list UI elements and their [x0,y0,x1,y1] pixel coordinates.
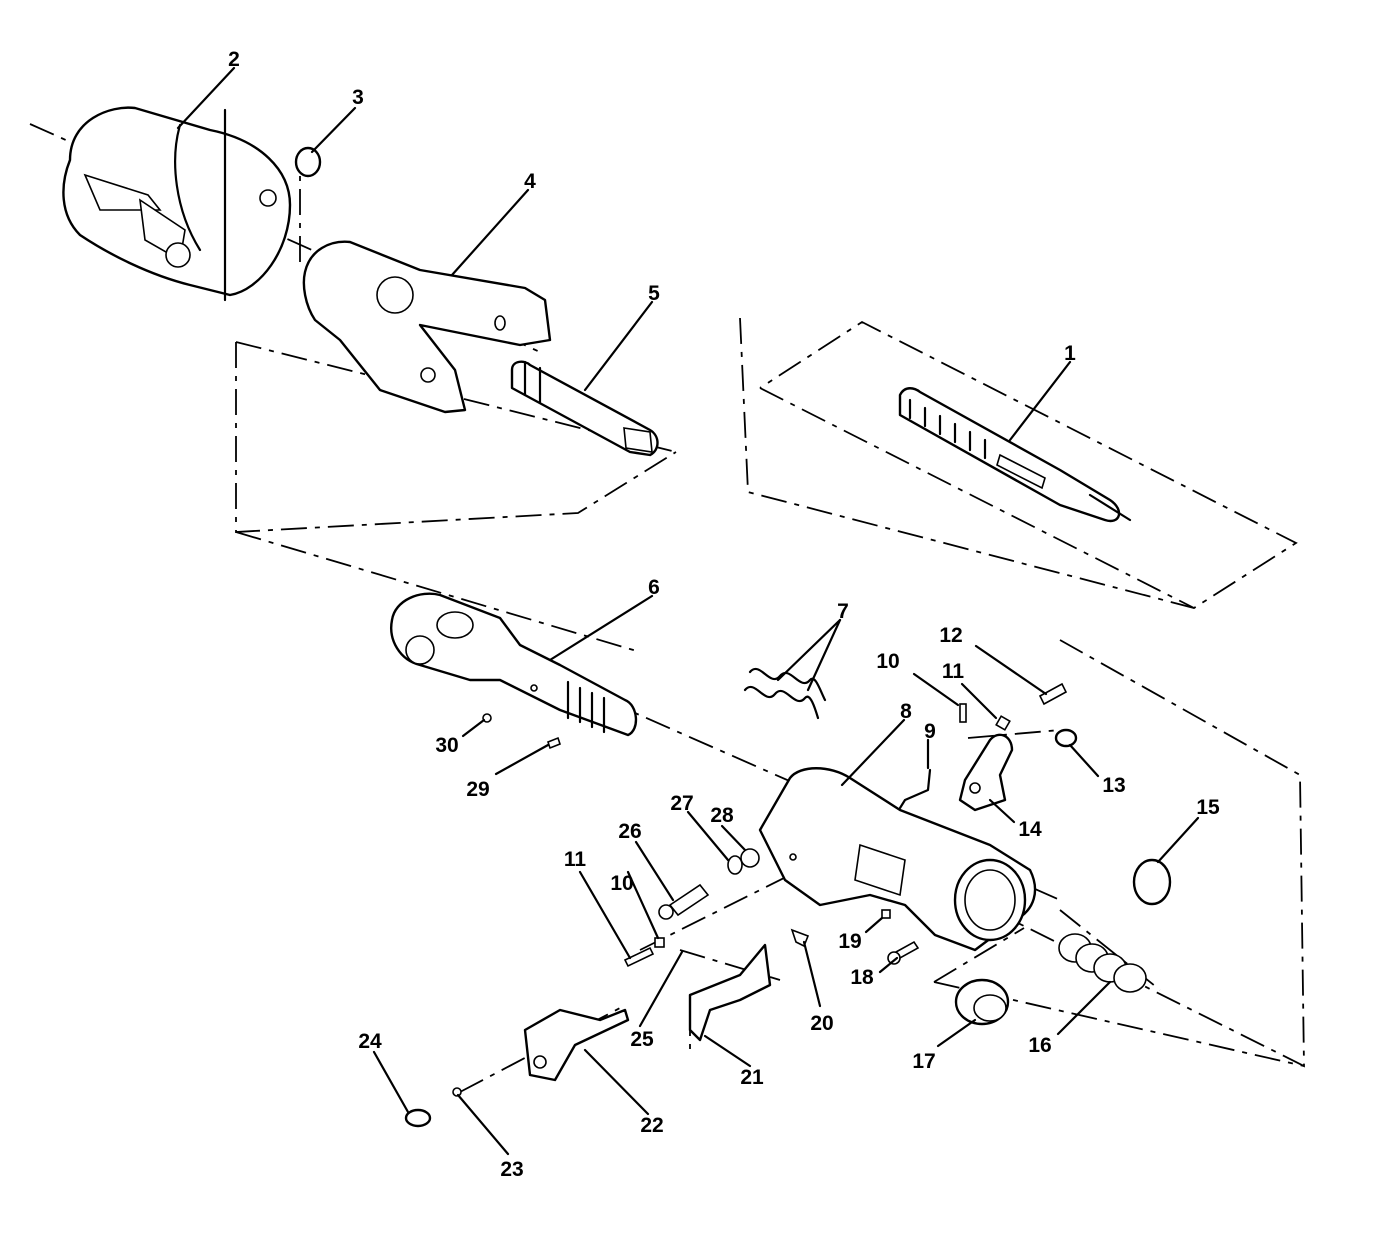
callout-4: 4 [524,170,536,193]
callout-5: 5 [648,282,660,305]
callout-29: 29 [466,778,489,801]
part-2-housing [62,106,292,302]
callout-3: 3 [352,86,364,109]
part-12-screw [1038,682,1068,706]
part-28-washer [740,848,760,868]
part-20-setscrew [790,928,810,948]
callout-12: 12 [939,624,962,647]
callout-26: 26 [618,820,641,843]
callout-11-upper: 11 [942,660,965,683]
part-23-ball [452,1087,462,1097]
callout-20: 20 [810,1012,833,1035]
callout-27: 27 [670,792,693,815]
callout-8: 8 [900,700,912,723]
callout-13: 13 [1102,774,1125,797]
part-6-ujoint-shaft [390,592,638,737]
callout-16: 16 [1028,1034,1051,1057]
part-15-o-ring [1132,858,1172,906]
part-1-splined-shaft [898,387,1132,523]
part-9-spring-wire [898,768,932,810]
callout-23: 23 [500,1158,523,1181]
callout-28: 28 [710,804,734,827]
part-7-springs [743,668,827,720]
callout-9: 9 [924,720,936,743]
part-16-spring-coil [1058,933,1147,993]
callout-17: 17 [912,1050,935,1073]
callout-10-lower: 10 [610,872,633,895]
part-11-screw-lower [623,946,655,968]
part-3-snap-ring [294,146,322,178]
callout-10-upper: 10 [876,650,899,673]
part-5-shaft [510,360,659,457]
part-4-lever-bracket [302,240,552,414]
callout-11-lower: 11 [564,848,587,871]
part-11-cap-upper [995,715,1011,731]
callout-2: 2 [228,48,240,71]
callout-18: 18 [850,966,874,989]
callout-25: 25 [630,1028,654,1051]
callout-30: 30 [435,734,458,757]
callout-1: 1 [1064,342,1076,365]
part-17-bushing [954,978,1010,1026]
callout-19: 19 [838,930,861,953]
callout-14: 14 [1018,818,1042,841]
callout-15: 15 [1196,796,1220,819]
part-22-lever [523,1008,630,1082]
group-box-part-1 [739,317,1298,609]
callout-22: 22 [640,1114,663,1137]
part-13-washer [1054,728,1078,748]
part-21-fork [688,943,772,1042]
part-10-pin-upper [959,703,967,723]
part-27-o-ring [727,855,743,875]
part-18-bolt [887,940,920,965]
callout-6: 6 [648,576,660,599]
part-19-pin [881,909,891,919]
leader-lines [176,66,1200,1156]
part-14-plate [958,733,1014,812]
part-8-main-housing [758,767,1037,952]
part-24-clip [404,1108,432,1128]
part-10-pin-lower [654,937,665,948]
part-26-fitting [658,883,710,920]
part-29-pin [547,736,561,750]
callout-7: 7 [837,600,849,623]
callout-labels: 1 2 3 4 5 6 7 8 9 10 10 11 11 12 13 14 1… [228,48,1220,1181]
callout-24: 24 [358,1030,382,1053]
callout-21: 21 [740,1066,764,1089]
